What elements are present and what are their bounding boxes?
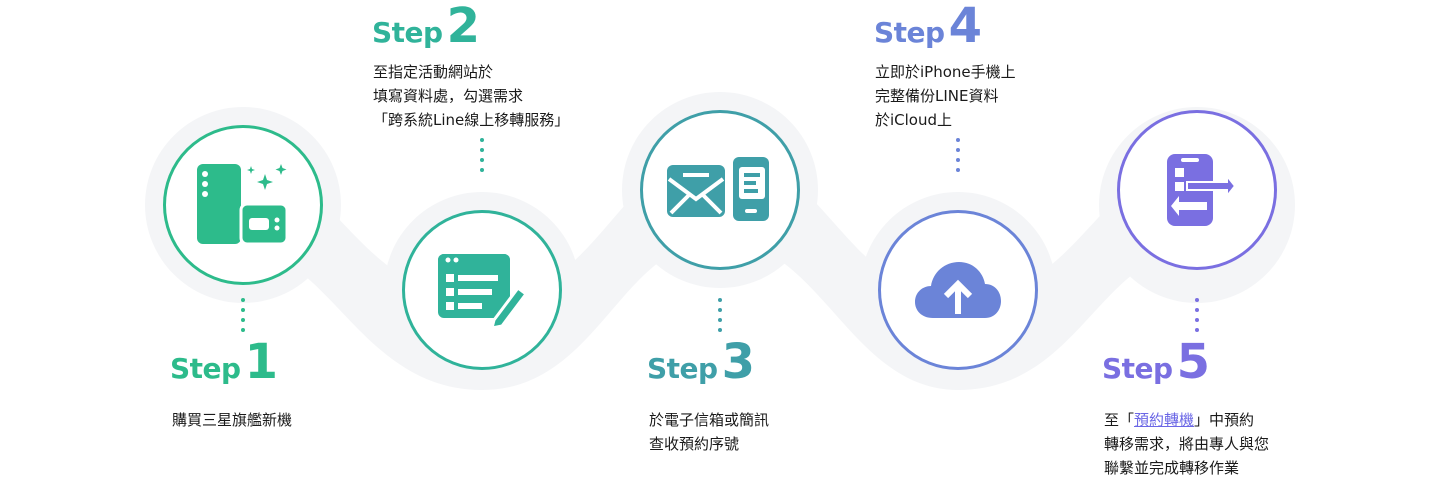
step-label: Step xyxy=(170,352,241,385)
step5-desc-pre: 至「 xyxy=(1104,411,1135,429)
step5-desc-line2: 轉移需求，將由專人與您 xyxy=(1104,435,1270,453)
step3-description: 於電子信箱或簡訊 查收預約序號 xyxy=(649,411,770,453)
step1-description: 購買三星旗艦新機 xyxy=(172,411,293,429)
step5-title: Step5 xyxy=(1102,338,1210,386)
step-number: 2 xyxy=(446,0,480,54)
phones-sparkle-icon xyxy=(197,164,289,246)
step-label: Step xyxy=(1102,352,1173,385)
step2-connector xyxy=(480,138,484,178)
step-number: 3 xyxy=(721,334,755,390)
step-label: Step xyxy=(874,16,945,49)
step-number: 4 xyxy=(948,0,982,54)
step5-description: 至「預約轉機」中預約 轉移需求，將由專人與您 聯繫並完成轉移作業 xyxy=(1104,408,1269,480)
reservation-link[interactable]: 預約轉機 xyxy=(1134,411,1195,429)
step-number: 5 xyxy=(1176,334,1210,390)
step1-title: Step1 xyxy=(170,338,278,386)
step3-circle xyxy=(640,110,800,270)
step-number: 1 xyxy=(244,334,278,390)
step4-circle xyxy=(878,210,1038,370)
step2-title: Step2 xyxy=(372,2,480,50)
cloud-upload-icon xyxy=(915,262,1001,318)
step2-description: 至指定活動網站於 填寫資料處，勾選需求 「跨系統Line線上移轉服務」 xyxy=(373,63,570,129)
step4-connector xyxy=(956,138,960,178)
phone-transfer-icon xyxy=(1167,154,1237,226)
step4-description: 立即於iPhone手機上 完整備份LINE資料 於iCloud上 xyxy=(875,63,1016,129)
step2-circle xyxy=(402,210,562,370)
step5-circle xyxy=(1117,110,1277,270)
step4-title: Step4 xyxy=(874,2,982,50)
step-label: Step xyxy=(372,16,443,49)
form-edit-icon xyxy=(438,254,529,330)
step3-title: Step3 xyxy=(647,338,755,386)
step-label: Step xyxy=(647,352,718,385)
step5-connector xyxy=(1195,298,1199,338)
step5-desc-line3: 聯繫並完成轉移作業 xyxy=(1104,459,1240,477)
step5-desc-post: 」中預約 xyxy=(1194,411,1255,429)
step3-connector xyxy=(718,298,722,338)
step1-connector xyxy=(241,298,245,338)
step1-circle xyxy=(163,125,323,285)
mail-sms-icon xyxy=(667,157,769,221)
